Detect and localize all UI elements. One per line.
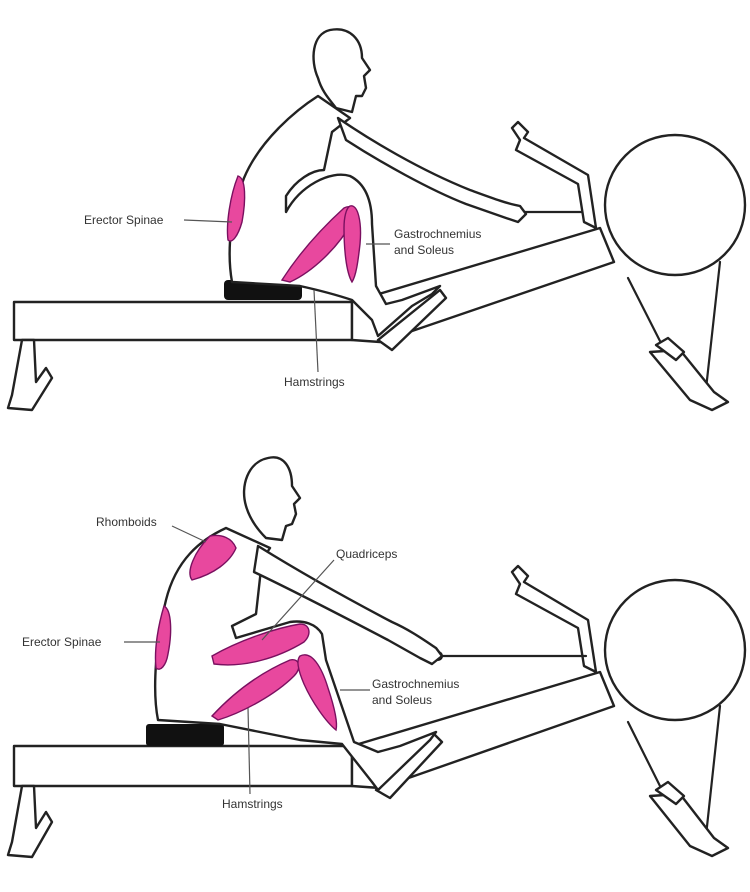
top-rail xyxy=(14,302,352,340)
top-label-gastroc-2: and Soleus xyxy=(394,243,454,257)
bottom-label-hamstrings: Hamstrings xyxy=(222,797,283,811)
top-figure: Erector Spinae Gastrochnemius and Soleus… xyxy=(8,29,745,410)
top-front-foot xyxy=(650,350,728,410)
top-label-erector-spinae: Erector Spinae xyxy=(84,213,164,227)
top-label-hamstrings: Hamstrings xyxy=(284,375,345,389)
top-rear-leg xyxy=(8,340,52,410)
top-leader-erector xyxy=(184,220,232,222)
bottom-figure: Rhomboids Quadriceps Erector Spinae Gast… xyxy=(8,457,745,857)
top-flywheel xyxy=(605,135,745,275)
bottom-seat xyxy=(146,724,224,746)
bottom-label-quadriceps: Quadriceps xyxy=(336,547,397,561)
bottom-rail xyxy=(14,746,352,786)
bottom-rear-leg xyxy=(8,786,52,857)
bottom-label-erector-spinae: Erector Spinae xyxy=(22,635,102,649)
bottom-leader-rhomboids xyxy=(172,526,206,542)
bottom-label-rhomboids: Rhomboids xyxy=(96,515,157,529)
top-label-gastroc-1: Gastrochnemius xyxy=(394,227,481,241)
bottom-front-foot xyxy=(650,794,728,856)
bottom-label-gastroc-1: Gastrochnemius xyxy=(372,677,459,691)
bottom-label-gastroc-2: and Soleus xyxy=(372,693,432,707)
bottom-rowing-machine xyxy=(8,566,745,857)
bottom-head xyxy=(244,457,300,540)
top-rowing-machine xyxy=(8,122,745,410)
bottom-flywheel xyxy=(605,580,745,720)
